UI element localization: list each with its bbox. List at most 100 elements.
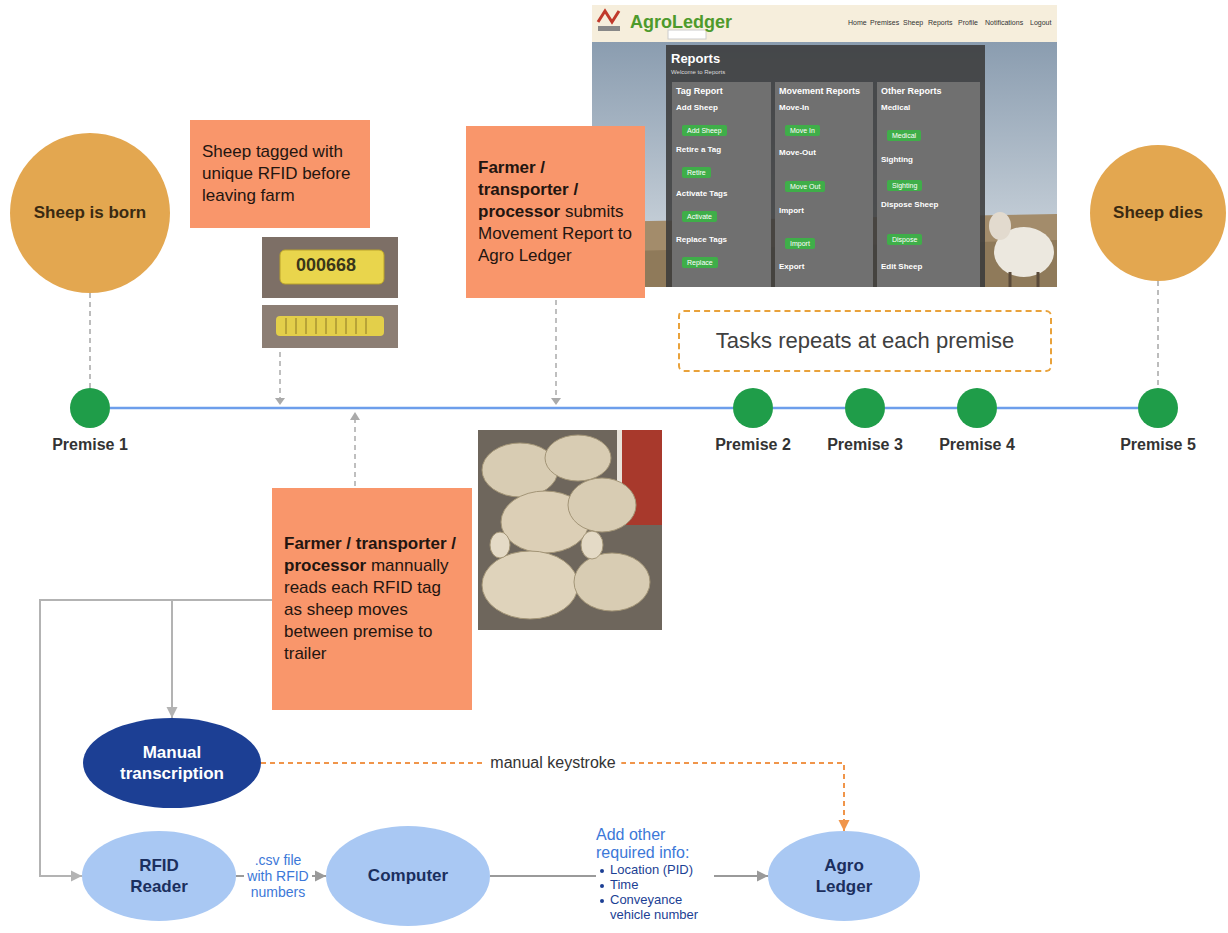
premise-label: Premise 1 [40,435,140,455]
text-holder: Agro Ledger [797,855,891,898]
app-screenshot-part [598,26,620,31]
node-label: Sheep dies [1113,202,1203,223]
end-circle: Sheep dies [1090,145,1226,281]
app-logo: AgroLedger [630,12,732,33]
node-label: Tasks repeats at each premise [716,327,1014,355]
tag-number: 000668 [296,255,356,276]
column-heading: Tag Report [676,86,723,96]
nav-item: Logout [1030,19,1051,27]
report-item: Medical [881,103,910,112]
app-button: Import [785,238,815,249]
premise-dot [845,388,885,428]
premise-node: Premise 2 [703,388,803,455]
leader-line-part [350,412,360,420]
app-button: Activate [682,211,717,222]
report-item: Edit Sheep [881,262,922,271]
connector-line [1157,281,1159,388]
process-ellipse: Agro Ledger [768,831,920,921]
sheep-photo-part [581,531,603,559]
bullet-dot [600,899,604,903]
report-item: Export [779,262,804,271]
tag-photo-part [280,250,384,284]
connector-line [110,407,733,410]
process-ellipse: RFID Reader [82,831,236,921]
start-circle: Sheep is born [10,133,170,293]
report-item: Replace Tags [676,235,727,244]
text-holder: Computer [368,865,448,886]
node-label: Computer [368,865,448,886]
arrow-head [315,871,326,882]
text-holder: Tasks repeats at each premise [716,327,1014,355]
callout-box: Sheep tagged with unique RFID before lea… [190,120,370,228]
text-holder: Premise 1 [40,435,140,455]
connector [773,408,845,409]
app-screenshot-part [1010,272,1038,287]
text-holder: Farmer / transporter / processormannuall… [284,533,460,666]
connector-line [885,407,957,410]
callout-box: Farmer / transporter / processorsubmits … [466,126,645,298]
callout-box: Farmer / transporter / processormannuall… [272,488,472,710]
nav-item: Notifications [985,19,1023,27]
column-heading: Other Reports [881,86,942,96]
tag-photo-part [262,237,398,298]
premise-dot [957,388,997,428]
tag-photo-part [262,305,398,348]
premise-node: Premise 1 [40,388,140,455]
report-item: Activate Tags [676,189,727,198]
bullet-item: Time [596,878,714,893]
premise-dot [70,388,110,428]
arrow-head [71,871,82,882]
premise-label: Premise 5 [1108,435,1208,455]
node-label: Agro Ledger [797,855,891,898]
bullet-item: Conveyance vehicle number [596,893,714,923]
connector [261,763,850,831]
app-button: Move In [785,125,820,136]
bullet-dot [600,884,604,888]
leader-line-part [551,398,561,405]
nav-item: Premises [870,19,899,27]
tag-photo [262,237,398,348]
sheep-photo-part [478,430,662,630]
sheep-photo [478,430,662,630]
connector [110,408,733,409]
page-subtitle: Welcome to Reports [671,69,725,76]
premise-label: Premise 4 [927,435,1027,455]
process-ellipse: Computer [326,826,490,926]
connector-line [261,763,844,831]
connector-line [89,293,91,388]
text-holder: Premise 4 [927,435,1027,455]
app-screenshot-part [989,212,1011,240]
text-holder: Manual transcription [117,742,227,785]
premise-dot [733,388,773,428]
connector [167,600,273,718]
app-screenshot [592,5,1057,287]
app-button: Dispose [887,234,922,245]
connector [997,408,1138,409]
leader-line-part [275,398,285,405]
app-screenshot-part [666,45,985,287]
app-button: Medical [887,130,921,141]
node-label: RFID Reader [111,855,206,898]
edge-label: .csv file with RFID numbers [244,852,312,900]
app-button: Add Sheep [682,125,727,136]
report-item: Sighting [881,155,913,164]
connector [885,408,957,409]
tag-photo-part [276,316,384,336]
text-holder: RFID Reader [111,855,206,898]
report-item: Retire a Tag [676,145,721,154]
app-screenshot-part [592,5,1057,287]
text-holder: Sheep tagged with unique RFID before lea… [202,141,358,207]
node-label: Manual transcription [117,742,227,785]
sheep-photo-part [574,553,650,611]
arrow-head [839,820,850,831]
premise-label: Premise 3 [815,435,915,455]
report-item: Move-In [779,103,809,112]
report-item: Import [779,206,804,215]
leader-line-part [279,352,281,398]
connector-line [773,407,845,410]
report-item: Move-Out [779,148,816,157]
app-button: Replace [682,257,718,268]
sheep-photo-part [490,532,510,558]
